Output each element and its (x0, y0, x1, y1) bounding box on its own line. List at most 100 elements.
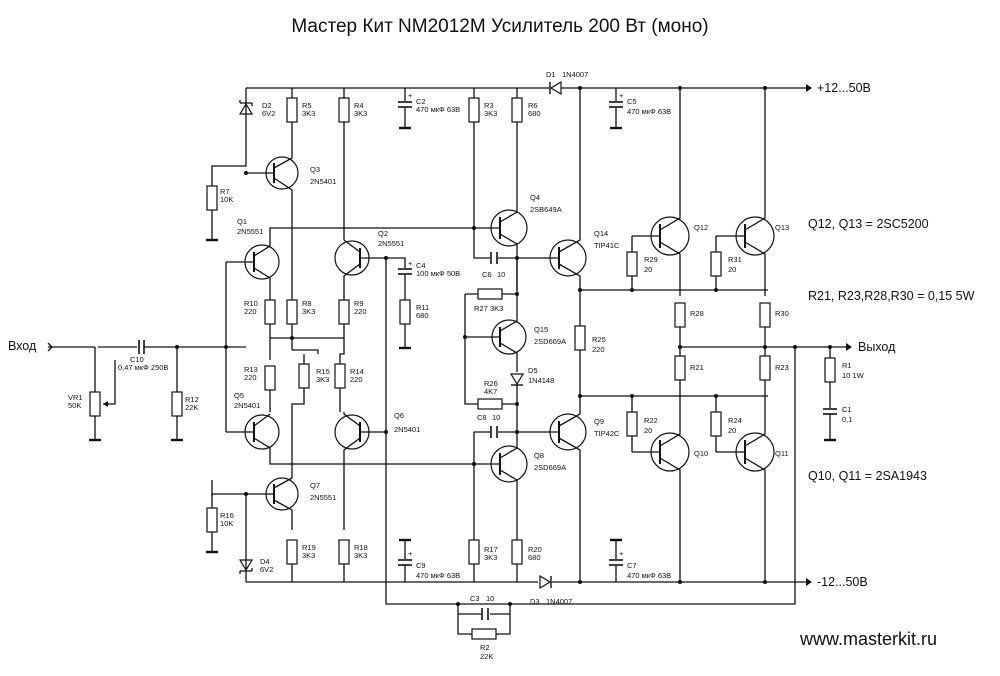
resistor-r12 (169, 345, 185, 442)
c8-name: C8 (477, 413, 487, 422)
q7-name: Q7 (310, 481, 320, 490)
r10-name: R10 (244, 299, 258, 308)
r8-value: 3K3 (302, 307, 315, 316)
q9-name: Q9 (594, 417, 604, 426)
r12-name: R12 (185, 395, 199, 404)
diode-d1 (549, 80, 562, 96)
capacitor-c5: + (608, 88, 624, 130)
svg-text:+: + (619, 549, 624, 558)
c9-value: 470 мкФ 63В (416, 571, 460, 580)
r4-name: R4 (354, 101, 364, 110)
diode-d3 (539, 574, 552, 590)
r6-value: 680 (528, 109, 541, 118)
r15-name: R15 (316, 367, 330, 376)
svg-text:+: + (619, 91, 624, 100)
q8-value: 2SD669A (534, 463, 566, 472)
capacitor-c4: + (386, 257, 413, 300)
resistor-r8 (286, 299, 298, 350)
r16-name: R16 (220, 511, 234, 520)
r22-name: R22 (644, 416, 658, 425)
resistor-r17 (468, 464, 480, 582)
resistor-r7 (204, 185, 220, 242)
r7-name: R7 (220, 187, 230, 196)
r12-value: 22K (185, 403, 198, 412)
capacitor-c3 (457, 604, 511, 620)
resistor-r28 (674, 302, 686, 347)
svg-text:+: + (408, 91, 413, 100)
r10-value: 220 (244, 307, 257, 316)
r8-name: R8 (302, 299, 312, 308)
d5-value: 1N4148 (528, 376, 554, 385)
r31-value: 20 (728, 265, 736, 274)
r11-value: 680 (416, 311, 429, 320)
d1-value: 1N4007 (562, 70, 588, 79)
r1-name: R1 (842, 361, 852, 370)
r30-name: R30 (775, 309, 789, 318)
r13-value: 220 (244, 373, 257, 382)
r20-value: 680 (528, 553, 541, 562)
r5-value: 3K3 (302, 109, 315, 118)
r19-name: R19 (302, 543, 316, 552)
capacitor-c2: + (397, 88, 413, 130)
r17-name: R17 (484, 545, 498, 554)
input-arrow (47, 342, 53, 352)
c7-name: C7 (627, 561, 637, 570)
output-label: Выход (858, 340, 896, 354)
c6-value: 10 (497, 270, 505, 279)
d4-value: 6V2 (260, 565, 273, 574)
d2-wire (211, 88, 247, 186)
q15-name: Q15 (534, 325, 548, 334)
q6-value: 2N5401 (394, 425, 420, 434)
q13-name: Q13 (775, 223, 789, 232)
r28-name: R28 (690, 309, 704, 318)
r26-name: R26 (484, 379, 498, 388)
transistor-q14 (549, 88, 768, 291)
r18-name: R18 (354, 543, 368, 552)
resistor-r4 (338, 88, 350, 240)
website-url[interactable]: www.masterkit.ru (799, 629, 937, 649)
r4-value: 3K3 (354, 109, 367, 118)
r24-value: 20 (728, 426, 736, 435)
c4-value: 100 мкФ 50В (416, 269, 460, 278)
r25-name: R25 (592, 335, 606, 344)
d3-name: D3 (530, 597, 540, 606)
r16-value: 10K (220, 519, 233, 528)
d1-name: D1 (546, 70, 556, 79)
r2-name: R2 (480, 643, 490, 652)
note-output-resistors: R21, R23,R28,R30 = 0,15 5W (808, 289, 975, 303)
r29-name: R29 (644, 255, 658, 264)
r21-name: R21 (690, 363, 704, 372)
negative-rail (246, 578, 812, 586)
c8-value: 10 (492, 413, 500, 422)
resistor-r15 (291, 354, 310, 478)
r26-value: 4K7 (484, 387, 497, 396)
q14-value: TIP41C (594, 241, 620, 250)
r31-name: R31 (728, 255, 742, 264)
resistor-r24 (710, 396, 722, 452)
c9-name: C9 (416, 561, 426, 570)
r29-value: 20 (644, 265, 652, 274)
c3-name: C3 (470, 594, 480, 603)
transistor-q10 (632, 380, 690, 582)
d4-wire (211, 493, 247, 582)
c10-name: C10 (130, 355, 144, 364)
schematic-title: Мастер Кит NM2012M Усилитель 200 Вт (мон… (291, 16, 708, 37)
vr1-value: 50K (68, 401, 81, 410)
q2-value: 2N5551 (378, 239, 404, 248)
q3-name: Q3 (310, 165, 320, 174)
q5-name: Q5 (234, 391, 244, 400)
positive-rail (246, 84, 812, 92)
svg-text:+: + (408, 259, 413, 268)
capacitor-c7: + (608, 538, 624, 582)
transistor-q8 (474, 445, 528, 540)
resistor-r30 (759, 302, 771, 347)
q8-name: Q8 (534, 451, 544, 460)
q15-value: 2SD669A (534, 337, 566, 346)
q9-value: TIP42C (594, 429, 620, 438)
positive-rail-label: +12...50В (817, 81, 871, 95)
q7-value: 2N5551 (310, 493, 336, 502)
transistor-q13 (716, 88, 775, 296)
resistor-r3 (468, 88, 480, 228)
d3-value: 1N4007 (546, 597, 572, 606)
capacitor-c8 (473, 426, 517, 464)
